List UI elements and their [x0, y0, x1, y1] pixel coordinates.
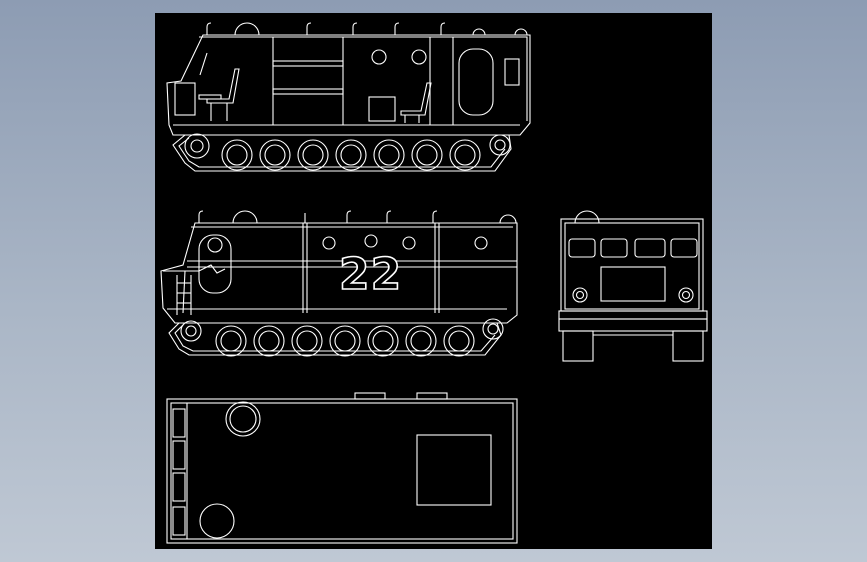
- side-rails: [302, 223, 440, 313]
- vehicle-number: 22: [339, 249, 402, 300]
- side-portholes: [207, 234, 488, 253]
- top-view: [166, 392, 518, 544]
- top-cargo-hatch: [416, 434, 492, 506]
- front-door: [600, 266, 666, 302]
- top-hatch-1: [225, 401, 261, 437]
- front-view: [558, 210, 708, 362]
- vehicle-drawing: 22: [160, 22, 708, 544]
- roof-handles-2: [198, 210, 517, 224]
- interior-compartments: [174, 37, 520, 125]
- roof-handles: [206, 22, 528, 36]
- boarding-ladder: [176, 275, 192, 315]
- top-side-panels: [172, 408, 186, 536]
- road-wheels-2: [215, 325, 475, 357]
- hull-outline: [166, 22, 531, 136]
- road-wheels-1: [221, 139, 481, 171]
- exterior-side-view: 22: [160, 210, 518, 357]
- front-track-left: [562, 330, 594, 362]
- front-track-right: [672, 330, 704, 362]
- interior-side-view: [166, 22, 531, 172]
- top-hull-outer: [166, 398, 518, 544]
- front-windows: [568, 238, 698, 258]
- running-gear-1: [172, 133, 512, 172]
- hull-outline-2: [160, 210, 518, 324]
- running-gear-2: [168, 318, 504, 357]
- seats: [198, 68, 432, 123]
- hull-stripes: [187, 260, 517, 268]
- front-hatch: [198, 234, 232, 294]
- cad-canvas: 22: [155, 13, 712, 549]
- top-hatch-2: [199, 503, 235, 539]
